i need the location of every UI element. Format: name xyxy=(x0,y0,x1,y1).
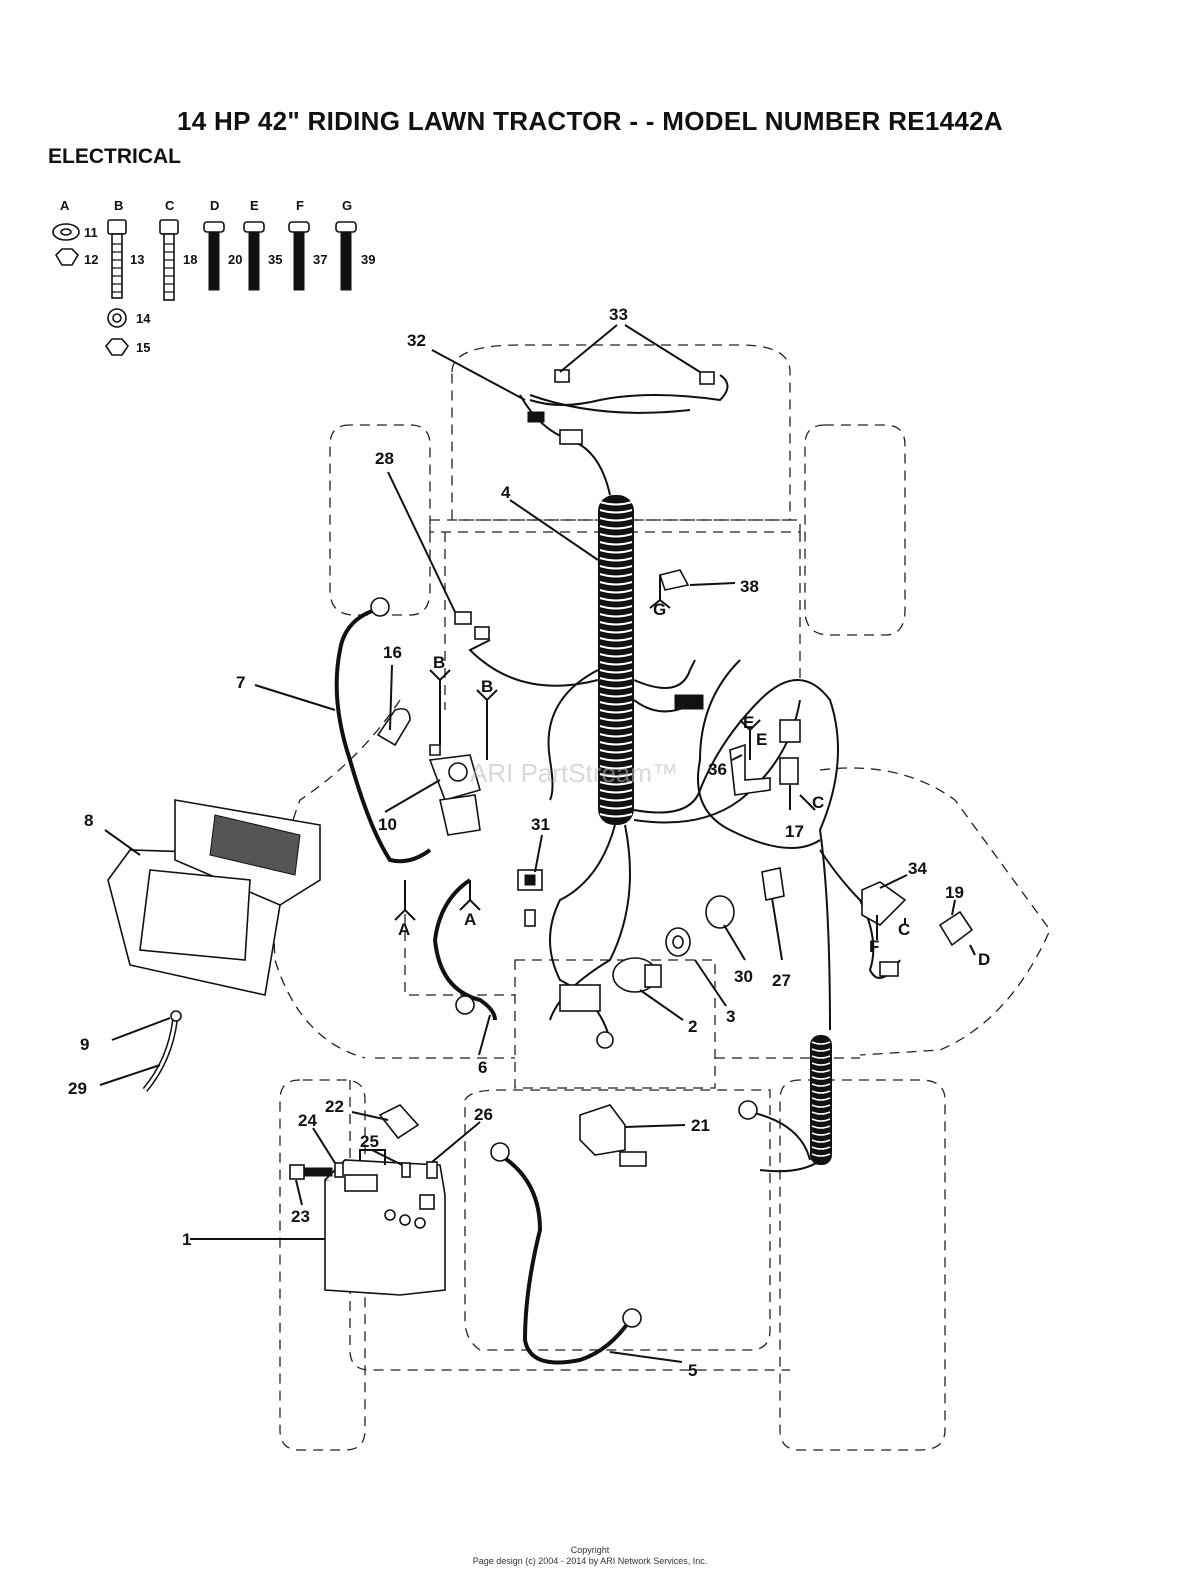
ref-letter-a: A xyxy=(398,920,410,939)
hw-letter-e: E xyxy=(250,198,259,213)
bezel-icon xyxy=(705,895,735,929)
callout-38: 38 xyxy=(740,577,759,596)
callout-10: 10 xyxy=(378,815,397,834)
callout-26: 26 xyxy=(474,1105,493,1124)
callout-27: 27 xyxy=(772,971,791,990)
tractor-outline xyxy=(273,344,1051,1451)
callout-3: 3 xyxy=(726,1007,735,1026)
pad-icon xyxy=(378,1104,420,1140)
hex-nut-icon xyxy=(54,248,80,266)
callout-36: 36 xyxy=(708,760,727,779)
callout-2: 2 xyxy=(688,1017,697,1036)
reference-letters: A A B B C C D E E F G xyxy=(398,600,990,969)
callout-21: 21 xyxy=(691,1116,710,1135)
hw-letter-c: C xyxy=(165,198,175,213)
ref-letter-g: G xyxy=(653,600,666,619)
ref-letter-f: F xyxy=(869,937,879,956)
screw-icon xyxy=(335,221,357,233)
components xyxy=(107,569,974,1296)
callout-numbers: 1 2 3 4 5 6 7 8 9 10 16 17 19 21 22 23 2… xyxy=(68,305,964,1380)
callout-32: 32 xyxy=(407,331,426,350)
bracket-icon xyxy=(729,743,771,796)
bracket-icon xyxy=(861,881,907,926)
callout-9: 9 xyxy=(80,1035,89,1054)
hw-number-37: 37 xyxy=(313,252,327,267)
ground-strap-icon xyxy=(658,569,690,591)
screw-icon xyxy=(243,221,265,233)
callout-leaders xyxy=(99,324,956,1363)
callout-16: 16 xyxy=(383,643,402,662)
callout-25: 25 xyxy=(360,1132,379,1151)
boot-icon xyxy=(376,707,411,747)
hw-number-18: 18 xyxy=(183,252,197,267)
ref-letter-d: D xyxy=(978,950,990,969)
hw-number-11: 11 xyxy=(84,225,98,240)
hw-number-35: 35 xyxy=(268,252,282,267)
hardware-legend: A B C D E F G 11 12 13 14 15 18 20 xyxy=(52,198,375,356)
ref-letter-e: E xyxy=(743,713,754,732)
callout-31: 31 xyxy=(531,815,550,834)
callout-28: 28 xyxy=(375,449,394,468)
seat-switch-icon xyxy=(579,1104,626,1156)
battery-cables xyxy=(334,597,758,1365)
callout-29: 29 xyxy=(68,1079,87,1098)
hw-letter-f: F xyxy=(296,198,304,213)
callout-17: 17 xyxy=(785,822,804,841)
hw-number-15: 15 xyxy=(136,340,150,355)
callout-19: 19 xyxy=(945,883,964,902)
hw-letter-a: A xyxy=(60,198,70,213)
hex-bolt-icon xyxy=(159,219,179,235)
wiring-harness xyxy=(468,369,901,1041)
hex-nut-icon xyxy=(104,338,130,356)
ref-letter-e: E xyxy=(756,730,767,749)
callout-4: 4 xyxy=(501,483,511,502)
footer: Copyright Page design (c) 2004 - 2014 by… xyxy=(0,1545,1180,1567)
callout-22: 22 xyxy=(325,1097,344,1116)
callout-8: 8 xyxy=(84,811,93,830)
ref-letter-c: C xyxy=(898,920,910,939)
callout-7: 7 xyxy=(236,673,245,692)
hex-bolt-icon xyxy=(107,219,127,235)
callout-23: 23 xyxy=(291,1207,310,1226)
hw-letter-d: D xyxy=(210,198,219,213)
footer-copyright: Copyright xyxy=(570,1545,610,1555)
hw-number-14: 14 xyxy=(136,311,151,326)
hw-number-20: 20 xyxy=(228,252,242,267)
hw-number-13: 13 xyxy=(130,252,144,267)
callout-24: 24 xyxy=(298,1111,317,1130)
page-title: 14 HP 42" RIDING LAWN TRACTOR - - MODEL … xyxy=(177,106,1003,136)
footer-page-design: Page design (c) 2004 - 2014 by ARI Netwo… xyxy=(472,1556,708,1566)
callout-33: 33 xyxy=(609,305,628,324)
callout-6: 6 xyxy=(478,1058,487,1077)
connector-icon xyxy=(559,984,601,1012)
ref-letter-b: B xyxy=(433,653,445,672)
screw-icon xyxy=(203,221,225,233)
hw-number-39: 39 xyxy=(361,252,375,267)
ref-letter-c: C xyxy=(812,793,824,812)
hw-letter-g: G xyxy=(342,198,352,213)
reference-markers xyxy=(394,575,976,956)
callout-30: 30 xyxy=(734,967,753,986)
module-icon xyxy=(761,867,785,901)
wire-loom xyxy=(598,495,634,825)
callout-5: 5 xyxy=(688,1361,697,1380)
ref-letter-b: B xyxy=(481,677,493,696)
plunger-switch-icon xyxy=(938,910,974,947)
coiled-cable xyxy=(739,1035,832,1173)
hw-number-12: 12 xyxy=(84,252,98,267)
hw-letter-b: B xyxy=(114,198,123,213)
screw-icon xyxy=(288,221,310,233)
ref-letter-a: A xyxy=(464,910,476,929)
relay-icon xyxy=(779,719,801,743)
section-heading: ELECTRICAL xyxy=(48,145,181,168)
bolt-icon xyxy=(289,1164,305,1180)
callout-1: 1 xyxy=(182,1230,191,1249)
callout-34: 34 xyxy=(908,859,927,878)
watermark: ARI PartStream™ xyxy=(470,758,678,788)
